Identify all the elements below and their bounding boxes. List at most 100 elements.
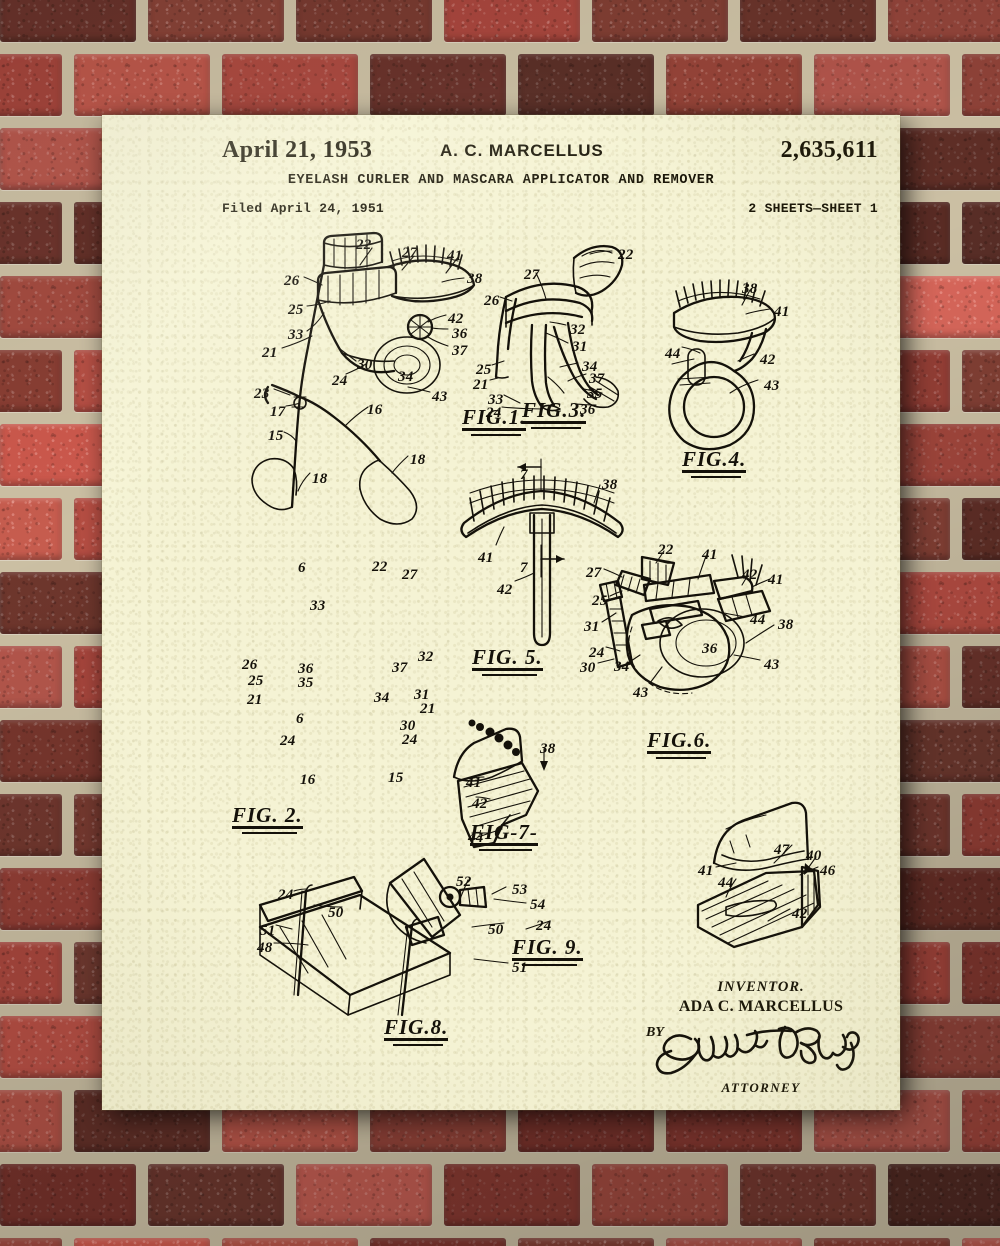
brick [962,498,1000,560]
fig2-caption-text: FIG. 2. [232,803,303,827]
brick [962,1090,1000,1152]
callout-fig1-22-0: 22 [356,237,372,253]
callout-fig6-34-12: 34 [614,659,630,675]
brick [370,54,506,116]
callout-fig4-44-2: 44 [665,346,681,362]
callout-fig9-40-1: 40 [806,848,822,864]
figure-5-drawing [460,458,624,647]
brick [962,1238,1000,1246]
callout-fig1-18-19: 18 [410,452,426,468]
brick [888,868,1000,930]
callout-fig6-36-10: 36 [702,641,718,657]
callout-fig1-27-1: 27 [402,245,418,261]
callout-fig3-27-1: 27 [524,267,540,283]
callout-fig9-41-2: 41 [698,863,714,879]
brick-row [0,1164,1000,1238]
callout-fig5-7-0: 7 [520,467,528,483]
callout-fig6-25-5: 25 [592,593,608,609]
callout-fig6-43-14: 43 [633,685,649,701]
callout-fig8-53-1: 53 [512,882,528,898]
callout-fig6-30-11: 30 [580,660,596,676]
callout-fig8-54-3: 54 [530,897,546,913]
callout-fig1-37-9: 37 [452,343,468,359]
brick [0,646,62,708]
figure-8-drawing [258,857,551,1017]
brick [740,0,876,42]
callout-fig9-47-0: 47 [774,842,790,858]
patent-drawings [102,115,900,1110]
fig3-caption-text: FIG.3. [522,398,587,422]
fig5-caption-text: FIG. 5. [472,645,543,669]
callout-fig6-41-3: 41 [768,572,784,588]
brick [814,1238,950,1246]
callout-fig7-44-3: 44 [468,830,484,846]
brick [222,54,358,116]
brick [74,54,210,116]
callout-fig3-21-9: 21 [473,377,489,393]
callout-fig2-24-17: 24 [402,732,418,748]
callout-fig1-41-2: 41 [447,248,463,264]
callout-fig6-22-0: 22 [658,542,674,558]
brick [0,1164,136,1226]
fig7-caption: FIG-7- [470,820,538,851]
callout-fig1-26-4: 26 [284,273,300,289]
callout-fig9-46-3: 46 [820,863,836,879]
callout-fig3-35-8: 35 [587,386,603,402]
callout-fig3-26-2: 26 [484,293,500,309]
callout-fig4-38-0: 38 [742,281,758,297]
fig1-caption: FIG.1. [462,405,527,436]
callout-fig8-50-6: 50 [488,922,504,938]
brick [148,1164,284,1226]
brick [0,1238,62,1246]
callout-fig4-41-1: 41 [774,304,790,320]
callout-fig2-25-8: 25 [248,673,264,689]
callout-fig8-24-2: 24 [278,887,294,903]
callout-fig2-16-18: 16 [300,772,316,788]
fig2-caption: FIG. 2. [232,803,303,834]
brick [0,350,62,412]
figure-3-drawing [489,245,624,412]
patent-filed-date: Filed April 24, 1951 [222,201,385,216]
callout-fig7-38-0: 38 [540,741,556,757]
brick-row [0,0,1000,54]
brick [592,1164,728,1226]
callout-fig1-17-16: 17 [270,404,286,420]
callout-fig8-52-0: 52 [456,874,472,890]
callout-fig6-43-13: 43 [764,657,780,673]
callout-fig2-6-0: 6 [298,560,306,576]
callout-fig4-42-3: 42 [760,352,776,368]
callout-fig2-31-11: 31 [414,687,430,703]
brick [518,1238,654,1246]
callout-fig6-38-8: 38 [778,617,794,633]
figure-7-drawing [452,719,548,849]
brick [592,0,728,42]
callout-fig1-38-3: 38 [467,271,483,287]
callout-fig3-22-0: 22 [618,247,634,263]
fig8-caption: FIG.8. [384,1015,449,1046]
attorney-label: ATTORNEY [721,1080,801,1095]
callout-fig2-33-3: 33 [310,598,326,614]
brick [0,942,62,1004]
callout-fig1-25-5: 25 [288,302,304,318]
callout-fig6-24-9: 24 [589,645,605,661]
callout-fig2-26-4: 26 [242,657,258,673]
fig7-caption-text: FIG-7- [470,820,538,844]
brick [888,276,1000,338]
brick [888,0,1000,42]
brick-row [0,54,1000,128]
callout-fig3-32-3: 32 [570,322,586,338]
brick [962,794,1000,856]
figure-9-drawing [696,801,822,949]
callout-fig8-48-8: 48 [257,940,273,956]
callout-fig6-31-6: 31 [584,619,600,635]
brick [0,498,62,560]
brick [888,720,1000,782]
brick [962,350,1000,412]
callout-fig3-36-12: 36 [580,402,596,418]
callout-fig2-30-15: 30 [400,718,416,734]
figure-6-drawing [597,550,775,695]
brick [0,1090,62,1152]
callout-fig6-42-2: 42 [742,567,758,583]
brick [0,54,62,116]
brick [888,1164,1000,1226]
